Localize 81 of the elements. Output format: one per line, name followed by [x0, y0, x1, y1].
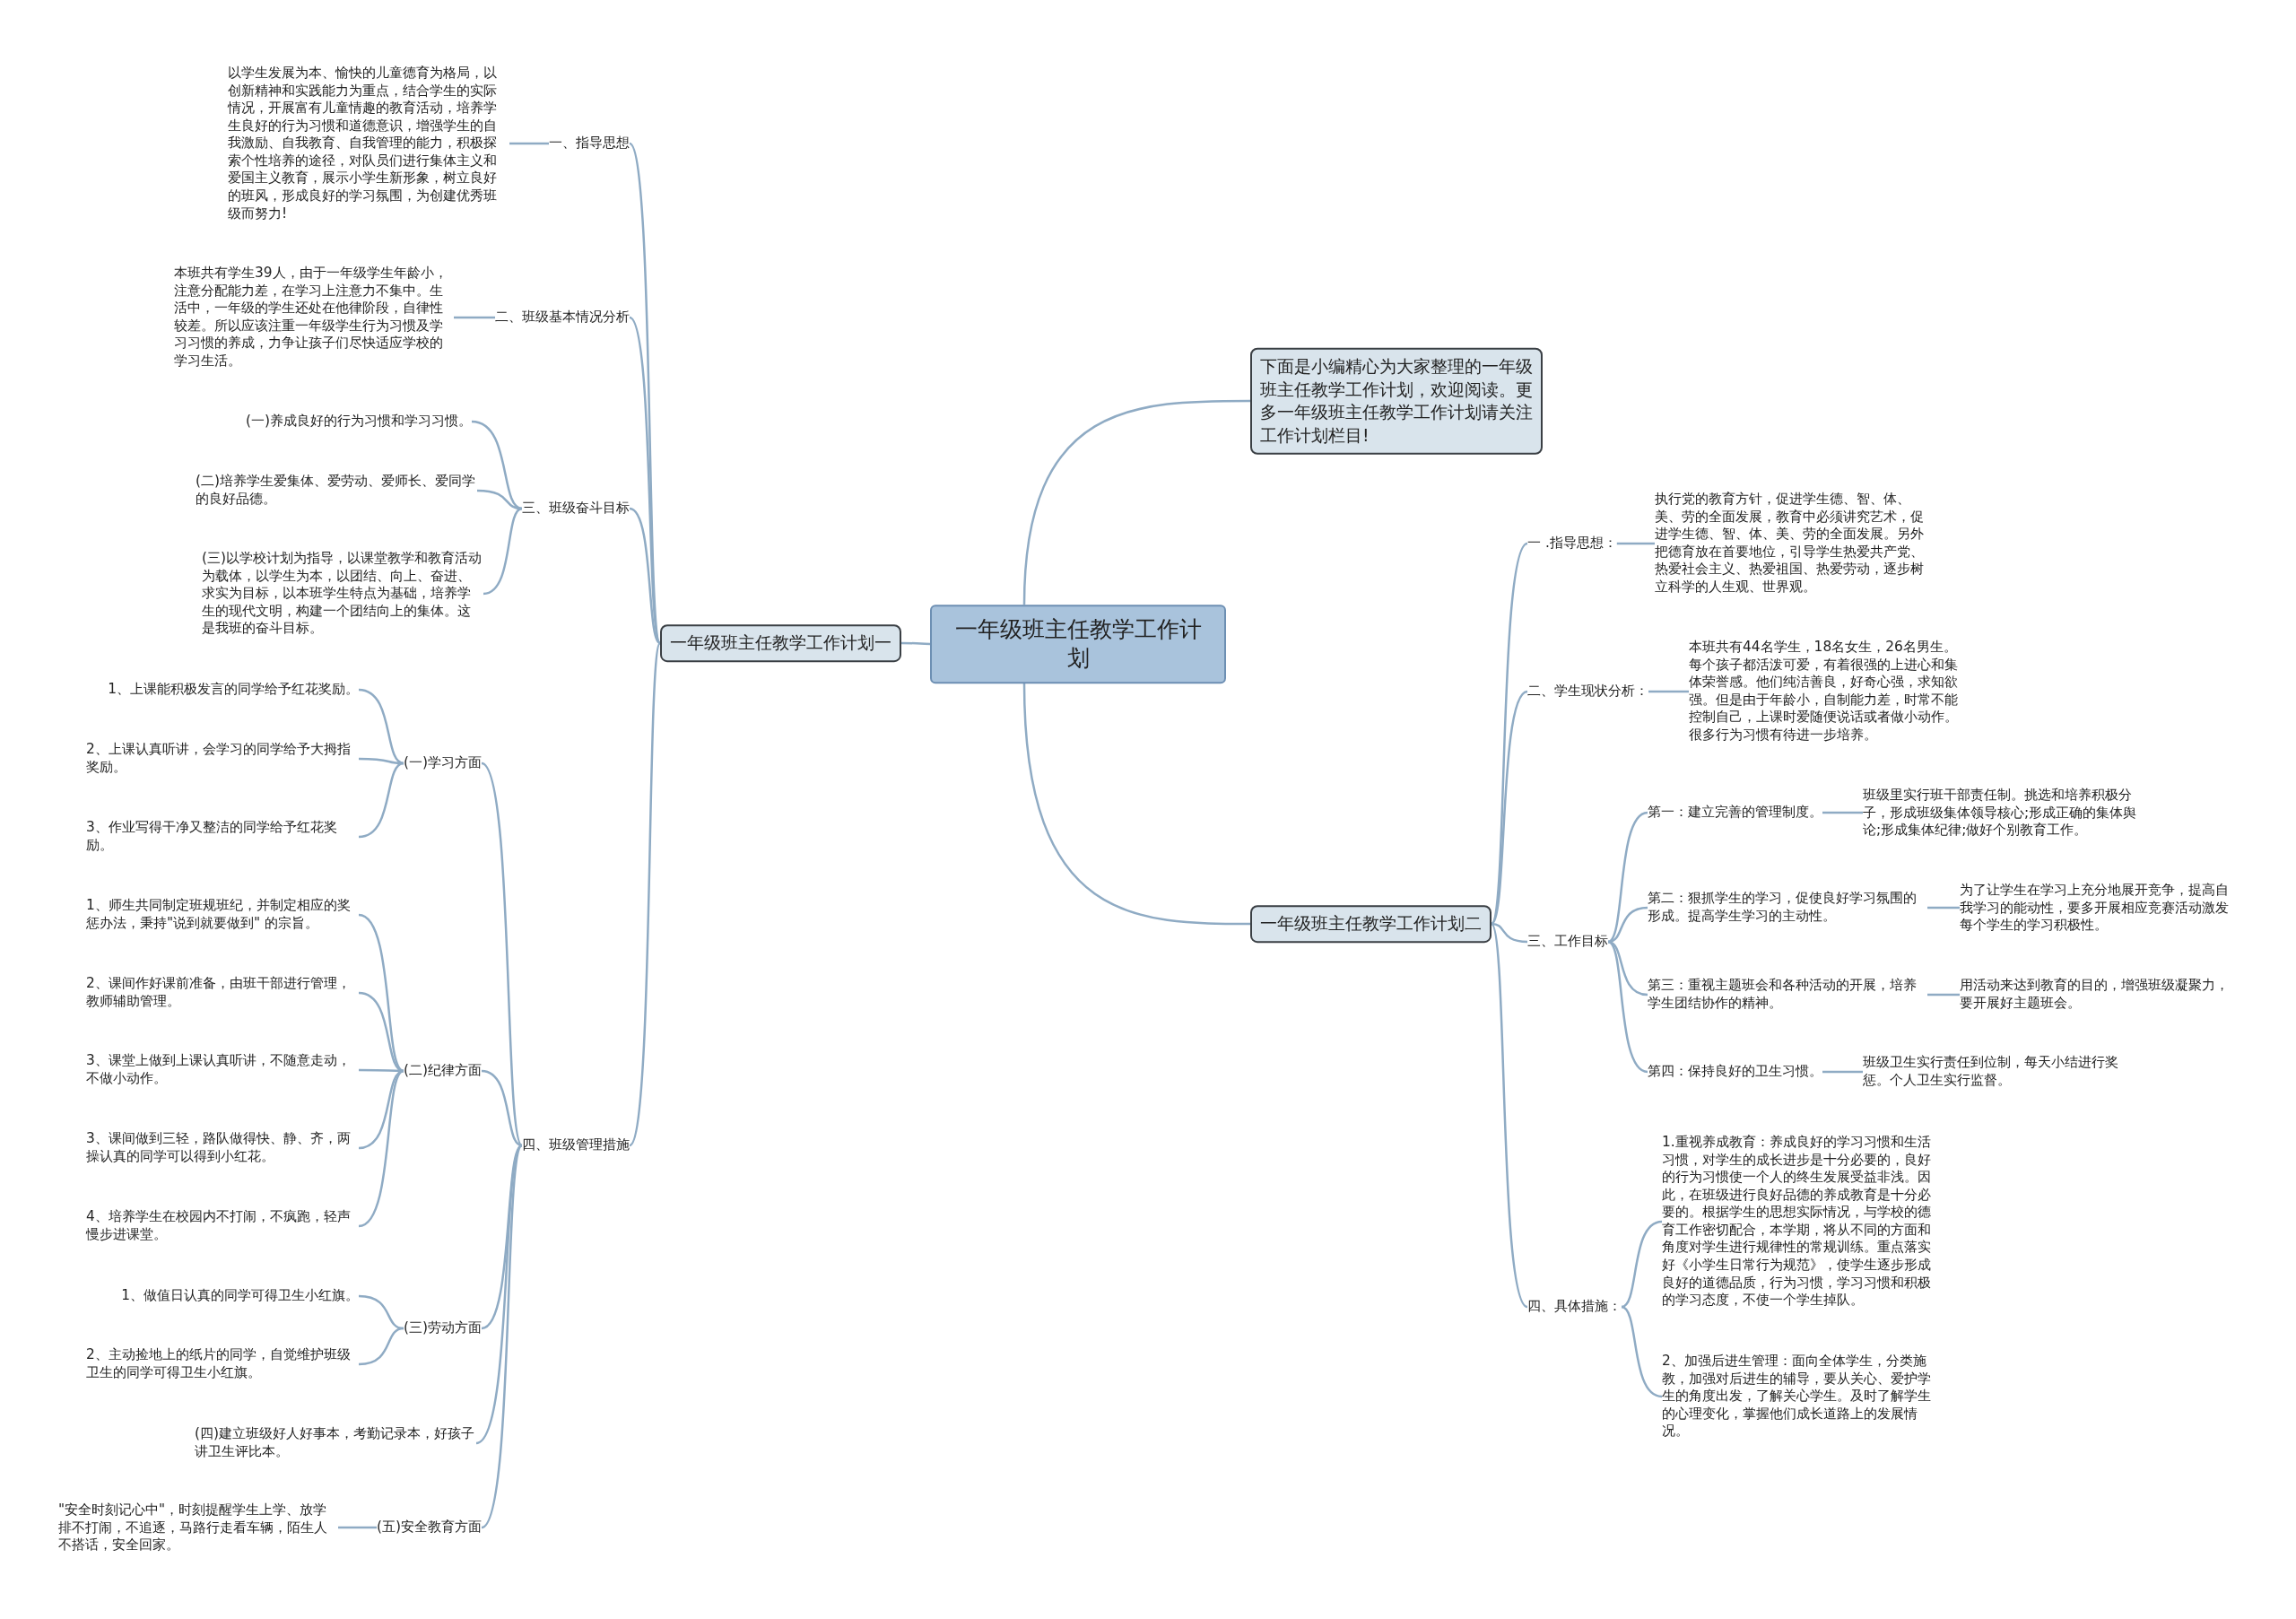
detail-text: 本班共有学生39人，由于一年级学生年龄小，注意分配能力差，在学习上注意力不集中。生活中，一年级的学生还处在他律阶段，自律性较差。所以应该注重一年级学生行为习惯及学习习惯的养成，力争让孩子们尽快适应学校的学习生活。 — [174, 265, 454, 370]
detail-text: 以学生发展为本、愉快的儿童德育为格局，以创新精神和实践能力为重点，结合学生的实际情况，开展富有儿童情趣的教育活动，培养学生良好的行为习惯和道德意识，增强学生的自我激励、自我教育、自我管理的能力，积极探索个性培养的途径，对队员们进行集体主义和爱国主义教育，展示小学生新形象，树立良好的班风，形成良好的学习氛围，为创建优秀班级而努力! — [228, 64, 509, 223]
branch-label: 一、指导思想 — [549, 135, 630, 152]
branch-label: 第四：保持良好的卫生习惯。 — [1648, 1063, 1822, 1081]
detail-text: 3、课间做到三轻，路队做得快、静、齐，两操认真的同学可以得到小红花。 — [86, 1130, 359, 1166]
connector-line — [1607, 940, 1648, 997]
detail-text: 本班共有44名学生，18名女生，26名男生。每个孩子都活泼可爱，有着很强的上进心和集体荣誉感。他们纯洁善良，好奇心强，求知欲强。但是由于年龄小，自制能力差，时常不能控制自己，上课时爱随便说话或者做小动作。很多行为习惯有待进一步培养。 — [1689, 639, 1969, 744]
detail-text: 3、作业写得干净又整洁的同学给予红花奖励。 — [86, 819, 359, 855]
connector-line — [358, 1069, 404, 1228]
connector-line — [1822, 1070, 1863, 1074]
topic-box: 一年级班主任教学工作计划二 — [1250, 905, 1492, 943]
branch-label: 三、工作目标 — [1527, 933, 1608, 951]
connector-line — [481, 762, 524, 1146]
connector-line — [1927, 906, 1960, 910]
connector-line — [1648, 690, 1689, 693]
detail-text: "安全时刻记心中"，时刻提醒学生上学、放学排不打闹，不追逐，马路行走看车辆，陌生人不搭话，安全回家。 — [58, 1501, 338, 1554]
connector-line — [1022, 683, 1250, 926]
detail-text: 1.重视养成教育：养成良好的学习习惯和生活习惯，对学生的成长进步是十分必要的，良好的行为习惯使一个人的终生发展受益非浅。因此，在班级进行良好品德的养成教育是十分必要的。根据学生的思想实际情况，与学校的德育工作密切配合，本学期，将从不同的方面和角度对学生进行规律性的常规训练。重点落实好《小学生日常行为规范》，使学生逐步形成良好的道德品质，行为习惯，学习习惯和积极的学习态度，不使一个学生掉队。 — [1662, 1134, 1944, 1310]
connector-line — [481, 1145, 524, 1528]
connector-line — [1616, 542, 1655, 545]
detail-text: 4、培养学生在校园内不打闹，不疯跑，轻声慢步进课堂。 — [86, 1208, 359, 1244]
branch-label: 一 .指导思想： — [1527, 535, 1617, 553]
topic-box: 下面是小编精心为大家整理的一年级班主任教学工作计划，欢迎阅读。更多一年级班主任教学工作计划请关注工作计划栏目! — [1250, 347, 1543, 455]
connector-line — [471, 420, 523, 510]
detail-text: 2、上课认真听讲，会学习的同学给予大拇指奖励。 — [86, 741, 359, 777]
detail-text: 1、师生共同制定班规班纪，并制定相应的奖惩办法，秉持"说到就要做到" 的宗旨。 — [86, 897, 359, 933]
connector-line — [483, 507, 523, 596]
branch-label: 三、班级奋斗目标 — [522, 500, 630, 518]
connector-line — [358, 762, 404, 839]
connector-line — [1491, 922, 1528, 944]
branch-label: (三)劳动方面 — [404, 1319, 482, 1337]
connector-line — [481, 1069, 523, 1147]
central-topic-box: 一年级班主任教学工作计划 — [930, 605, 1226, 683]
connector-line — [1490, 923, 1528, 1308]
connector-line — [1022, 399, 1250, 605]
detail-text: 2、课间作好课前准备，由班干部进行管理，教师辅助管理。 — [86, 975, 359, 1011]
branch-label: (一)学习方面 — [404, 754, 482, 772]
detail-text: 1、上课能积极发言的同学给予红花奖励。 — [108, 681, 359, 699]
connector-line — [475, 1145, 523, 1444]
detail-text: (一)养成良好的行为习惯和学习习惯。 — [246, 413, 472, 431]
branch-label: (五)安全教育方面 — [377, 1519, 482, 1536]
connector-line — [1621, 1305, 1663, 1398]
connector-line — [1607, 940, 1648, 1074]
connector-line — [358, 688, 404, 765]
connector-line — [1621, 1220, 1663, 1309]
connector-line — [358, 1327, 404, 1366]
detail-text: 2、加强后进生管理：面向全体学生，分类施教，加强对后进生的辅导，要从关心、爱护学生的角度出发，了解关心学生。及时了解学生的心理变化，掌握他们成长道路上的发展情况。 — [1662, 1353, 1944, 1441]
branch-label: 四、具体措施： — [1527, 1298, 1622, 1316]
detail-text: (二)培养学生爱集体、爱劳动、爱师长、爱同学的良好品德。 — [196, 473, 477, 509]
topic-box: 一年级班主任教学工作计划一 — [660, 624, 901, 662]
detail-text: 用活动来达到教育的目的，增强班级凝聚力，要开展好主题班会。 — [1960, 977, 2241, 1013]
detail-text: 班级卫生实行责任到位制，每天小结进行奖惩。个人卫生实行监督。 — [1863, 1054, 2143, 1090]
detail-text: 3、课堂上做到上课认真听讲，不随意走动，不做小动作。 — [86, 1052, 359, 1088]
branch-label: 第一：建立完善的管理制度。 — [1648, 804, 1822, 822]
branch-label: 四、班级管理措施 — [522, 1136, 630, 1154]
connector-line — [1822, 811, 1863, 814]
connector-line — [1490, 543, 1528, 925]
detail-text: 执行党的教育方针，促进学生德、智、体、美、劳的全面发展，教育中必须讲究艺术，促进学生德、智、体、美、劳的全面发展。另外把德育放在首要地位，引导学生热爱共产党、热爱社会主义、热爱祖国、热爱劳动，逐步树立科学的人生观、世界观。 — [1655, 491, 1936, 596]
connector-line — [509, 142, 549, 145]
connector-line — [1927, 993, 1960, 997]
detail-text: (四)建立班级好人好事本，考勤记录本，好孩子讲卫生评比本。 — [195, 1425, 476, 1461]
connector-line — [1607, 811, 1648, 944]
connector-line — [628, 642, 662, 1146]
detail-text: 1、做值日认真的同学可得卫生小红旗。 — [121, 1287, 359, 1305]
connector-line — [1491, 691, 1528, 925]
connector-line — [338, 1526, 377, 1529]
connector-line — [901, 641, 930, 646]
connector-line — [476, 489, 523, 510]
detail-text: 为了让学生在学习上充分地展开竞争，提高自我学习的能动性，要多开展相应竞赛活动激发每个学生的学习积极性。 — [1960, 881, 2241, 935]
branch-label: 第三：重视主题班会和各种活动的开展，培养学生团结协作的精神。 — [1648, 977, 1927, 1013]
branch-label: 第二：狠抓学生的学习，促使良好学习氛围的形成。提高学生学习的主动性。 — [1648, 890, 1927, 926]
detail-text: 班级里实行班干部责任制。挑选和培养积极分子，形成班级集体领导核心;形成正确的集体舆论;形成集体纪律;做好个别教育工作。 — [1863, 786, 2143, 840]
branch-label: (二)纪律方面 — [404, 1062, 482, 1080]
connector-line — [629, 507, 661, 644]
connector-line — [358, 991, 404, 1073]
connector-line — [454, 316, 495, 319]
connector-line — [1607, 906, 1648, 944]
branch-label: 二、学生现状分析： — [1527, 683, 1648, 701]
detail-text: 2、主动捡地上的纸片的同学，自觉维护班级卫生的同学可得卫生小红旗。 — [86, 1346, 359, 1382]
branch-label: 二、班级基本情况分析 — [495, 309, 630, 326]
detail-text: (三)以学校计划为指导，以课堂教学和教育活动为载体，以学生为本，以团结、向上、奋进、求实为目标，以本班学生特点为基础，培养学生的现代文明，构建一个团结向上的集体。这是我班的奋斗目标。 — [202, 550, 483, 638]
